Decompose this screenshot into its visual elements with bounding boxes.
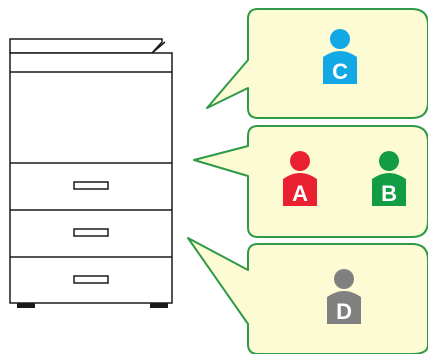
user-label-d: D xyxy=(336,299,352,324)
scanner-lid xyxy=(9,38,166,54)
printer-foot-left xyxy=(17,303,35,308)
person-icon-head xyxy=(330,29,350,49)
printer-device xyxy=(9,38,173,308)
person-icon-head xyxy=(334,269,354,289)
person-icon-head xyxy=(379,151,399,171)
printer-foot-right xyxy=(150,303,168,308)
user-label-c: C xyxy=(332,59,348,84)
person-icon-body xyxy=(327,291,361,324)
callout-bubble-top xyxy=(206,8,428,119)
person-icon-body xyxy=(323,51,357,84)
user-d: D xyxy=(327,269,361,324)
drawer-handle-2 xyxy=(73,228,109,237)
user-label-a: A xyxy=(292,181,308,206)
drawer-handle-1 xyxy=(73,181,109,190)
user-label-b: B xyxy=(381,181,397,206)
user-b: B xyxy=(372,151,406,206)
drawer-handle-3 xyxy=(73,275,109,284)
person-icon-body xyxy=(372,173,406,206)
person-icon-head xyxy=(290,151,310,171)
user-c: C xyxy=(323,29,357,84)
printer-body xyxy=(9,52,173,304)
person-icon-body xyxy=(283,173,317,206)
user-a: A xyxy=(283,151,317,206)
callout-bubble-bottom xyxy=(187,237,428,354)
